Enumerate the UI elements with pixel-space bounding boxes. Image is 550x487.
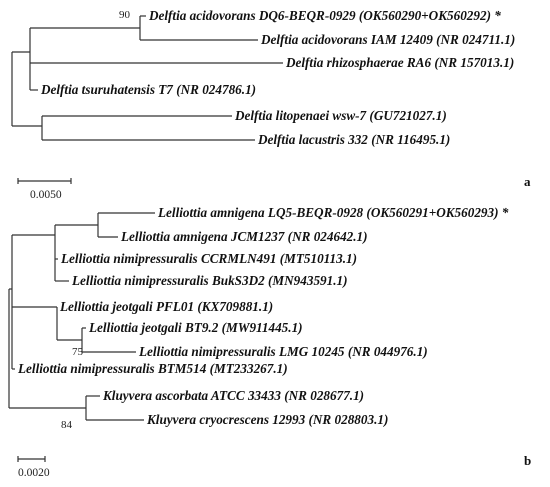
phylogenetic-tree-b: 75 84 Lelliottia amnigena LQ5-BEQR-0928 … [0,195,550,487]
taxon-label: Lelliottia jeotgali PFL01 (KX709881.1) [60,299,274,314]
taxon-label: Kluyvera ascorbata ATCC 33433 (NR 028677… [103,388,365,403]
scale-bar-label: 0.0020 [18,467,50,479]
bootstrap-value: 84 [61,419,72,431]
taxon-label: Lelliottia nimipressuralis BukS3D2 (MN94… [72,273,348,288]
scale-bar-label: 0.0050 [30,189,62,201]
taxon-label: Delftia lacustris 332 (NR 116495.1) [258,132,451,147]
taxon-label: Lelliottia amnigena JCM1237 (NR 024642.1… [121,229,368,244]
taxon-label: Lelliottia amnigena LQ5-BEQR-0928 (OK560… [158,205,509,220]
taxon-label: Lelliottia nimipressuralis CCRMLN491 (MT… [61,251,358,266]
tree-b-branches [8,212,155,462]
panel-letter-a: a [524,174,531,189]
taxon-label: Lelliottia nimipressuralis LMG 10245 (NR… [139,344,428,359]
tree-a-branches [11,15,283,184]
panel-letter-b: b [524,453,532,468]
taxon-label: Delftia litopenaei wsw-7 (GU721027.1) [235,108,447,123]
taxon-label: Kluyvera cryocrescens 12993 (NR 028803.1… [147,412,389,427]
taxon-label: Lelliottia nimipressuralis BTM514 (MT233… [18,361,288,376]
taxon-label: Delftia acidovorans IAM 12409 (NR 024711… [261,32,516,47]
bootstrap-value: 90 [119,9,130,21]
taxon-label: Delftia tsuruhatensis T7 (NR 024786.1) [41,82,257,97]
bootstrap-value: 75 [72,346,83,358]
taxon-label: Lelliottia jeotgali BT9.2 (MW911445.1) [89,320,303,335]
taxon-label: Delftia acidovorans DQ6-BEQR-0929 (OK560… [149,8,501,23]
phylogenetic-tree-a: 90 Delftia acidovorans DQ6-BEQR-0929 (OK… [0,0,550,240]
taxon-label: Delftia rhizosphaerae RA6 (NR 157013.1) [286,55,515,70]
